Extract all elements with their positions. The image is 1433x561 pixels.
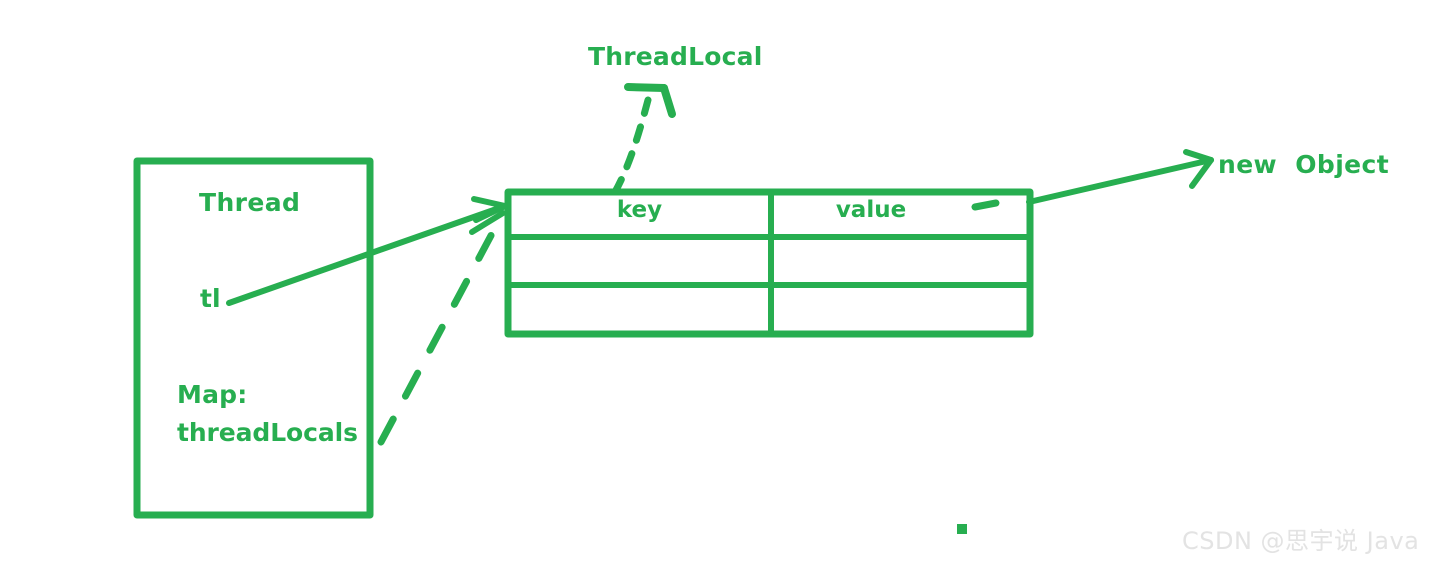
connector-key-arrowhead-left [624,83,668,92]
connector-new-object-arrowhead-lower [1189,157,1214,189]
threadlocal-label: ThreadLocal [588,42,763,71]
connector-key-to-threadlocal [611,96,652,196]
connector-key-arrowhead-down [660,84,676,118]
map-label: Map: [177,380,248,409]
entry-table-key-header: key [616,197,663,223]
connector-tl-arrowhead-lower [473,203,508,223]
connector-tl-to-table [226,203,508,306]
connector-threadlocals-arrowhead [469,210,506,235]
thread-label: Thread [199,188,301,217]
value-cell-dash-mark [971,199,1000,211]
entry-table-value-header: value [835,197,907,223]
connector-table-to-new-object [1026,157,1214,205]
new-object-label: new Object [1218,150,1390,179]
thread-box [133,157,374,519]
stray-square-mark [957,524,967,534]
csdn-watermark: CSDN @思宇说 Java [1182,527,1420,555]
connector-new-object-arrowhead-upper [1183,149,1214,163]
connector-threadlocals-to-table [377,209,507,446]
tl-field-label: tl [200,284,221,313]
connector-tl-arrowhead-upper [471,196,508,209]
threadlocals-field-label: threadLocals [177,418,358,447]
